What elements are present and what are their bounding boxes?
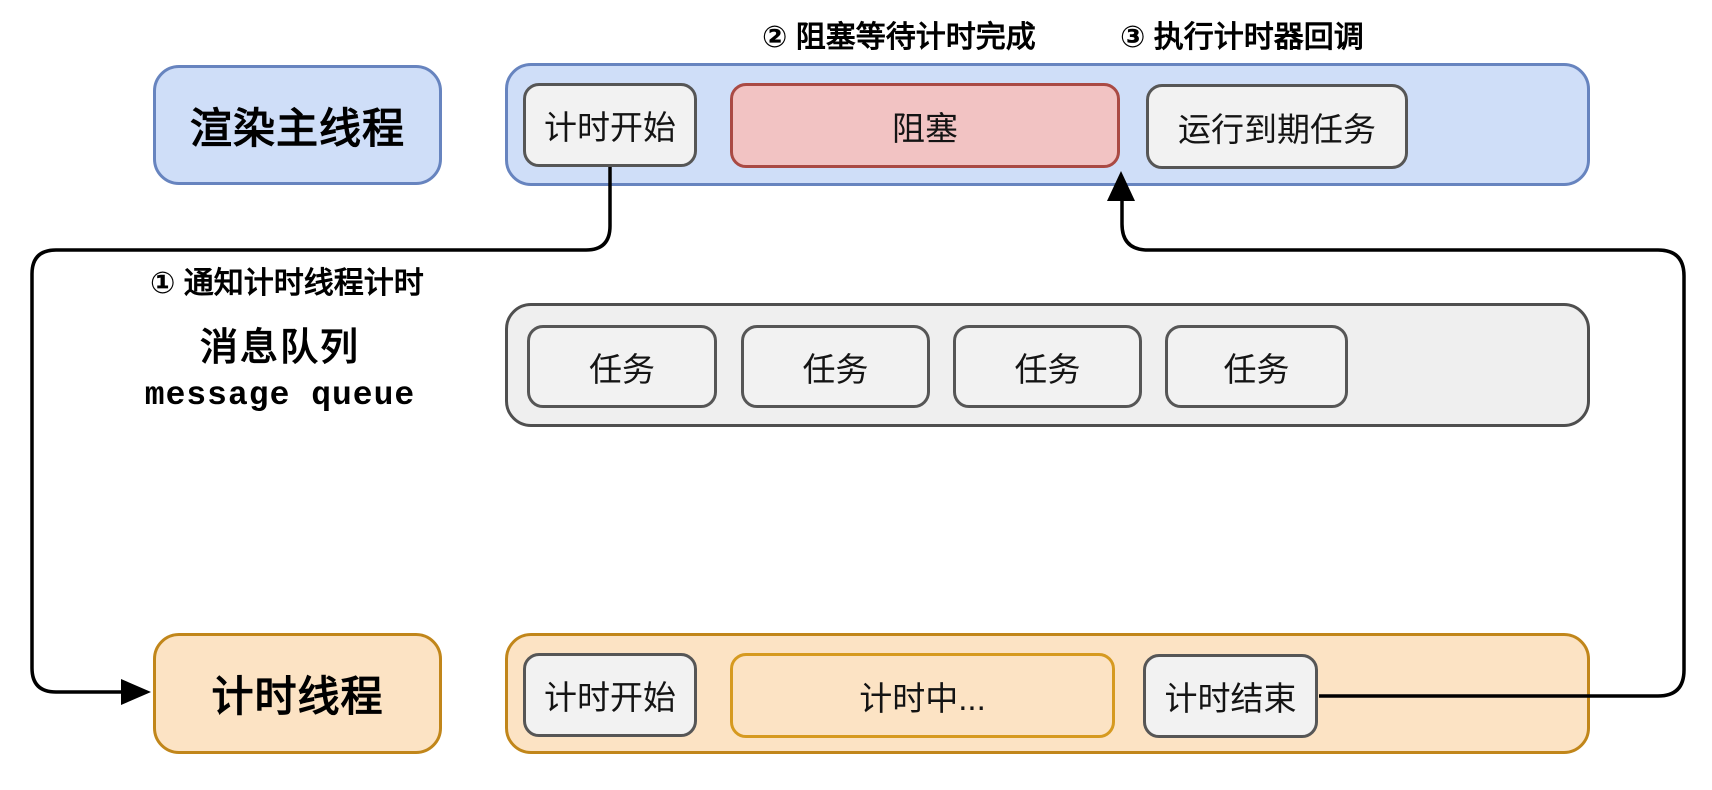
message-queue-label: 消息队列 message queue [90, 303, 470, 427]
timer-thread-timer-start-box: 计时开始 [523, 653, 697, 737]
timer-thread-timing-box: 计时中... [730, 653, 1115, 738]
annotation-step3: ③ 执行计时器回调 [1120, 21, 1364, 54]
main-thread-run-expired-box: 运行到期任务 [1146, 84, 1408, 169]
main-thread-blocked-box: 阻塞 [730, 83, 1120, 168]
queue-task-box: 任务 [953, 325, 1142, 408]
message-queue-label-zh: 消息队列 [199, 327, 360, 369]
main-thread-label-box: 渲染主线程 [153, 65, 442, 185]
arrow-notify-timer-thread [30, 167, 612, 705]
queue-task-box: 任务 [741, 325, 930, 408]
timer-thread-timer-end-box: 计时结束 [1143, 654, 1318, 738]
queue-task-box: 任务 [1165, 325, 1348, 408]
arrow-timer-callback [1107, 171, 1686, 698]
timer-thread-label-box: 计时线程 [153, 633, 442, 754]
main-thread-timer-start-box: 计时开始 [523, 83, 697, 167]
annotation-step2: ② 阻塞等待计时完成 [762, 21, 1036, 54]
message-queue-label-en: message queue [144, 377, 416, 414]
queue-task-box: 任务 [527, 325, 717, 408]
annotation-step1: ① 通知计时线程计时 [150, 267, 424, 300]
